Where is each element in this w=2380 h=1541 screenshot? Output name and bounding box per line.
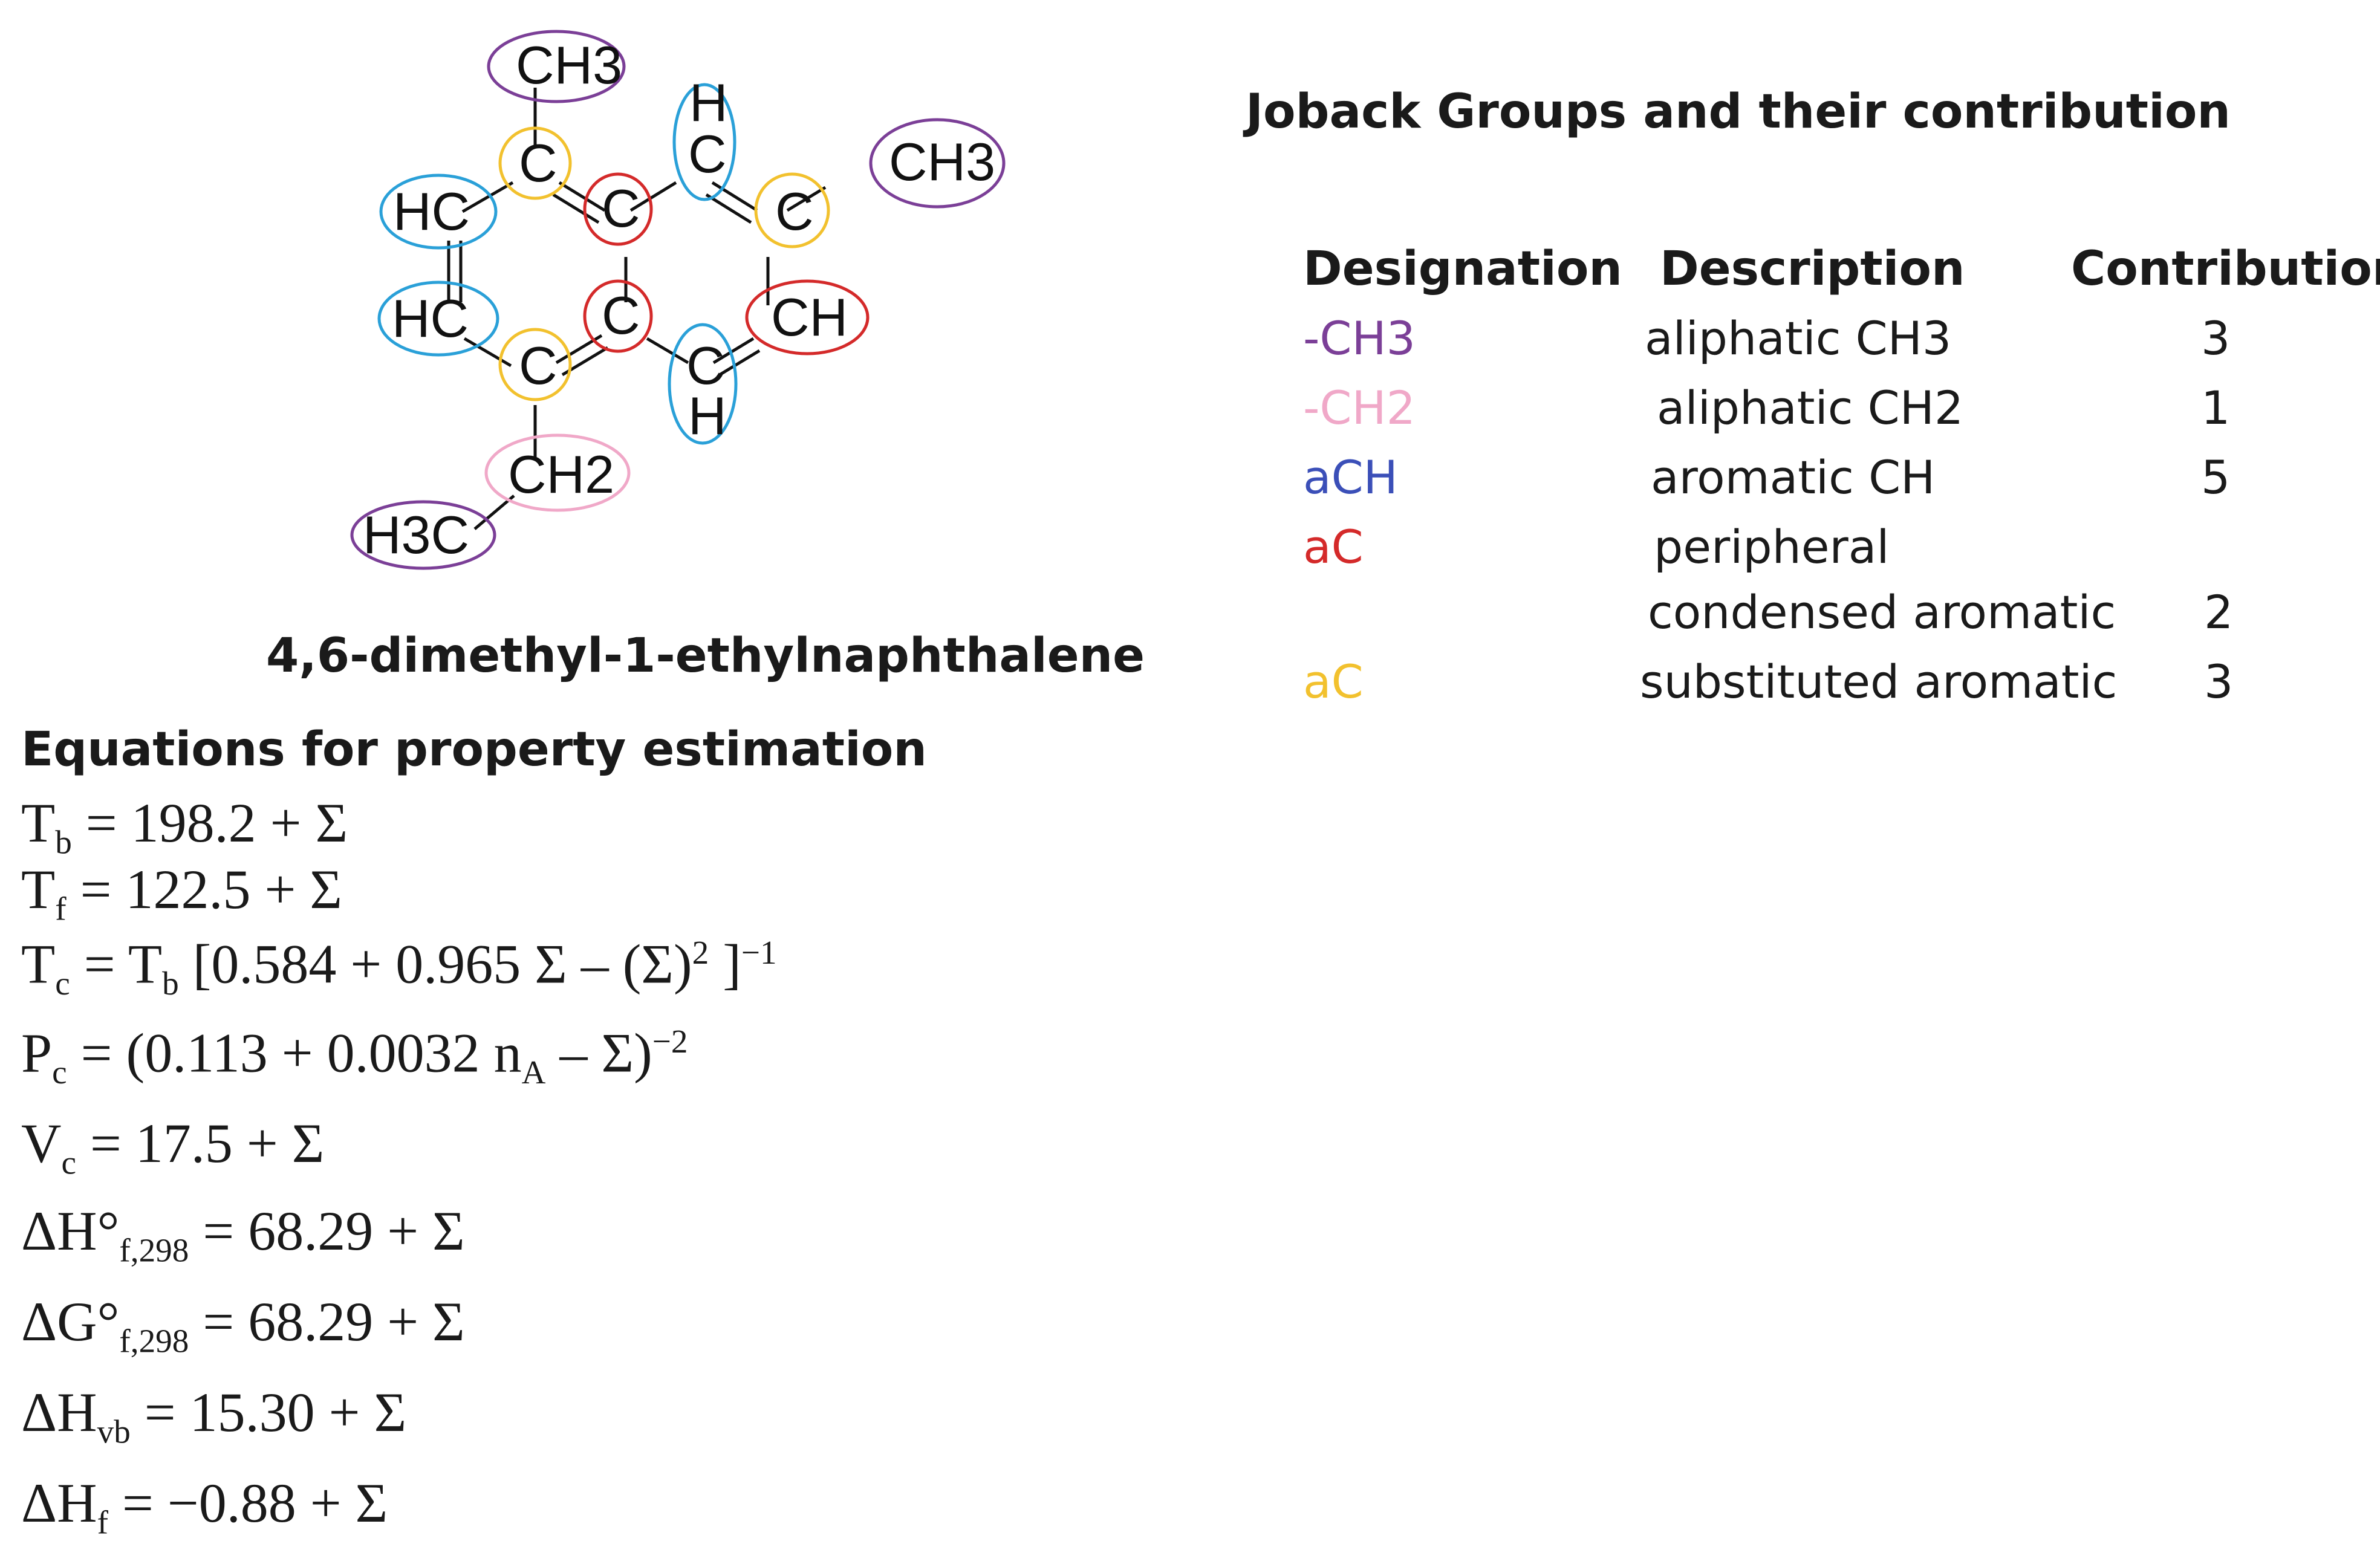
row-ch2-description: aliphatic CH2 <box>1657 381 1964 435</box>
row-ch3-description: aliphatic CH3 <box>1645 311 1952 365</box>
atom-c-right: C <box>775 181 814 241</box>
atom-c-top: C <box>519 133 558 193</box>
equation-dgf298: ΔG°f,298 = 68.29 + Σ <box>21 1291 465 1360</box>
atom-c-bottom-left: C <box>519 336 558 395</box>
row-ach-contribution: 5 <box>2201 450 2231 504</box>
row-ac-condensed-description-2: condensed aromatic <box>1648 585 2116 639</box>
atom-h-top-right: H <box>689 73 728 132</box>
joback-table-title: Joback Groups and their contribution <box>1246 85 2231 139</box>
equation-dhf: ΔHf = −0.88 + Σ <box>21 1472 388 1541</box>
molecule-structure: CH3 C C H C C CH3 HC HC C CH C C H CH2 H… <box>350 30 1006 570</box>
group-highlight-rings <box>350 30 1006 570</box>
atom-ch3-top: CH3 <box>516 35 622 95</box>
equation-vc: Vc = 17.5 + Σ <box>21 1112 325 1181</box>
equation-pc: Pc = (0.113 + 0.0032 nA – Σ)−2 <box>21 1022 688 1091</box>
atom-hc-left-top: HC <box>393 181 470 241</box>
header-description: Description <box>1660 242 1965 296</box>
equation-dhvb: ΔHvb = 15.30 + Σ <box>21 1381 407 1450</box>
row-ac-substituted-description: substituted aromatic <box>1640 655 2118 709</box>
atom-ch-right: CH <box>771 287 848 347</box>
row-ach-description: aromatic CH <box>1651 450 1936 504</box>
row-ch2-designation: -CH2 <box>1303 381 1416 435</box>
row-ac-condensed-description: peripheral <box>1654 520 1890 574</box>
atom-h-bottom-mid: H <box>688 386 727 446</box>
atom-hc-left-bottom: HC <box>392 288 469 348</box>
equations-heading: Equations for property estimation <box>21 722 927 777</box>
row-ac-substituted-designation: aC <box>1303 655 1364 709</box>
equation-dhf298: ΔH°f,298 = 68.29 + Σ <box>21 1200 465 1269</box>
header-contribution: Contribution <box>2071 242 2380 296</box>
atom-c-center-top: C <box>602 178 640 238</box>
atom-ch2: CH2 <box>508 444 614 504</box>
row-ac-condensed-contribution: 2 <box>2204 585 2234 639</box>
row-ch3-contribution: 3 <box>2201 311 2231 365</box>
row-ch2-contribution: 1 <box>2201 381 2231 435</box>
row-ach-designation: aCH <box>1303 450 1398 504</box>
equation-tb: Tb = 198.2 + Σ <box>21 792 348 861</box>
atom-c-center: C <box>602 285 640 345</box>
atom-c-bottom-mid: C <box>686 336 725 395</box>
equation-tc: Tc = Tb [0.584 + 0.965 Σ – (Σ)2 ]−1 <box>21 933 777 1002</box>
svg-text:CH3: CH3 <box>516 35 622 95</box>
row-ch3-designation: -CH3 <box>1303 311 1416 365</box>
atom-labels: CH3 C C H C C CH3 HC HC C CH C C H CH2 H… <box>363 35 995 565</box>
atom-h3c: H3C <box>363 505 469 565</box>
row-ac-condensed-designation: aC <box>1303 520 1364 574</box>
row-ac-substituted-contribution: 3 <box>2204 655 2234 709</box>
equation-tf: Tf = 122.5 + Σ <box>21 858 342 927</box>
atom-c-top-right: C <box>688 124 727 184</box>
compound-name: 4,6-dimethyl-1-ethylnaphthalene <box>266 629 1145 683</box>
atom-ch3-right: CH3 <box>889 132 995 192</box>
header-designation: Designation <box>1303 242 1622 296</box>
